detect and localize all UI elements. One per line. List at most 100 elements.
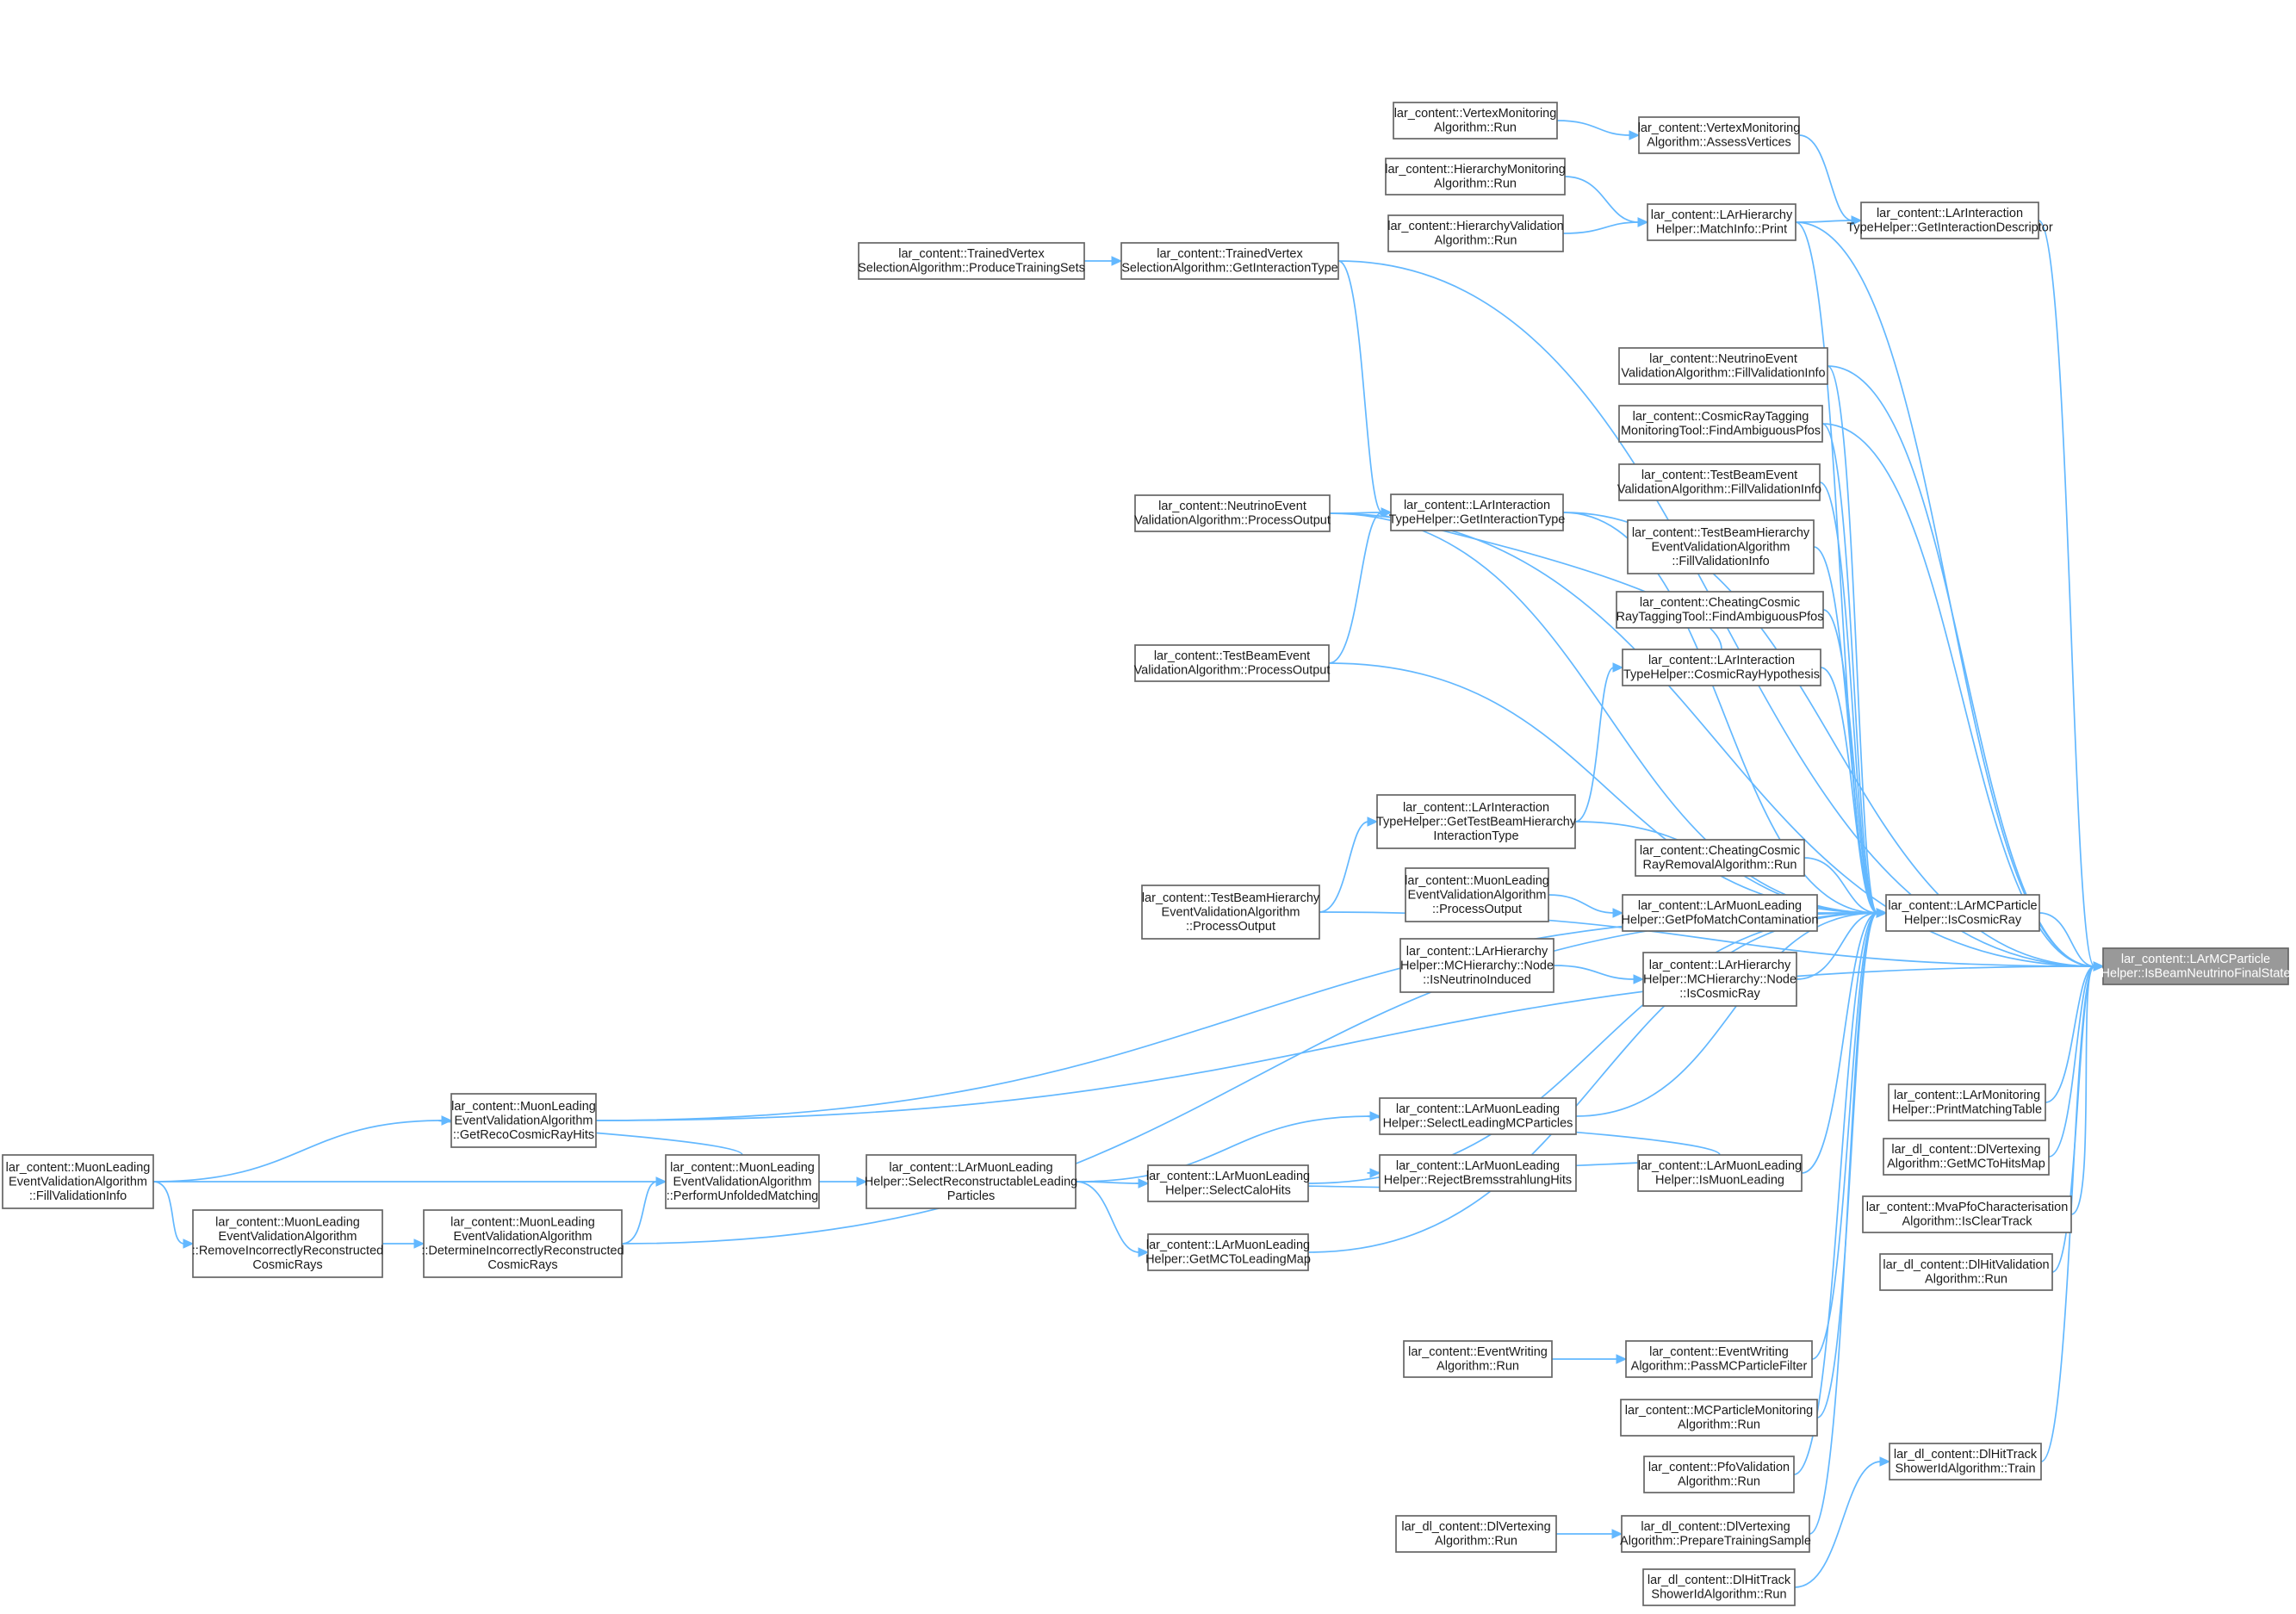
node-box	[1638, 116, 1800, 154]
function-node[interactable]: lar_content::MuonLeadingEventValidationA…	[665, 1154, 820, 1209]
call-edge	[1822, 609, 1878, 914]
node-box	[1637, 1154, 1803, 1192]
function-node[interactable]: lar_content::MuonLeadingEventValidationA…	[1405, 867, 1549, 922]
function-node[interactable]: lar_content::LArMuonLeadingHelper::GetPf…	[1622, 894, 1819, 932]
function-node[interactable]: lar_content::TestBeamHierarchyEventValid…	[1627, 519, 1815, 574]
node-box	[858, 242, 1085, 280]
node-label: lar_dl_content::DlHitValidation	[1883, 1258, 2049, 1272]
call-edge	[1319, 821, 1369, 913]
function-node[interactable]: lar_dl_content::DlVertexingAlgorithm::Pr…	[1620, 1515, 1811, 1553]
node-label: ValidationAlgorithm::ProcessOutput	[1134, 514, 1331, 528]
function-node[interactable]: lar_content::LArHierarchyHelper::MatchIn…	[1647, 203, 1796, 241]
node-label: lar_content::MuonLeading	[6, 1161, 151, 1175]
function-node[interactable]: lar_content::LArInteractionTypeHelper::G…	[1376, 794, 1577, 849]
function-node[interactable]: lar_content::HierarchyValidationAlgorith…	[1387, 214, 1564, 252]
node-label: lar_content::LArInteraction	[1403, 801, 1549, 815]
node-label: EventValidationAlgorithm	[454, 1230, 593, 1244]
node-label: CosmicRays	[487, 1258, 557, 1272]
function-node[interactable]: lar_content::LArInteractionTypeHelper::C…	[1622, 649, 1821, 686]
call-edge	[1075, 1115, 1372, 1183]
edges-layer	[152, 120, 2105, 1588]
call-edge	[1307, 912, 1878, 1253]
function-node[interactable]: lar_content::LArInteractionTypeHelper::G…	[1846, 202, 2053, 239]
node-label: CosmicRays	[252, 1258, 322, 1272]
function-node[interactable]: lar_content::VertexMonitoringAlgorithm::…	[1638, 116, 1801, 154]
function-node[interactable]: lar_content::LArHierarchyHelper::MCHiera…	[1399, 938, 1554, 993]
node-box	[192, 1209, 383, 1278]
node-label: lar_content::LArMuonLeading	[1146, 1170, 1310, 1183]
node-box	[1889, 1443, 2042, 1481]
function-node[interactable]: lar_dl_content::DlVertexingAlgorithm::Ru…	[1395, 1515, 1557, 1553]
arrowhead-icon	[441, 1115, 453, 1126]
node-label: lar_content::LArMuonLeading	[1396, 1102, 1560, 1116]
node-label: Helper::MatchInfo::Print	[1656, 223, 1787, 237]
function-node[interactable]: lar_content::HierarchyMonitoringAlgorith…	[1385, 158, 1566, 196]
function-node[interactable]: lar_content::LArMonitoringHelper::PrintM…	[1888, 1083, 2046, 1121]
node-label: InteractionType	[1433, 829, 1518, 843]
node-box	[1625, 1340, 1813, 1378]
node-label: lar_content::LArMuonLeading	[1396, 1159, 1560, 1173]
node-box	[1627, 519, 1815, 574]
function-node[interactable]: lar_content::LArHierarchyHelper::MCHiera…	[1642, 952, 1797, 1007]
node-label: lar_content::LArHierarchy	[1406, 945, 1548, 959]
function-node[interactable]: lar_dl_content::DlHitTrackShowerIdAlgori…	[1889, 1443, 2042, 1481]
function-node[interactable]: lar_content::LArMuonLeadingHelper::Selec…	[1379, 1097, 1577, 1135]
node-label: ::ProcessOutput	[1432, 903, 1522, 916]
function-node[interactable]: lar_content::LArMuonLeadingHelper::Selec…	[865, 1154, 1077, 1209]
function-node[interactable]: lar_content::CheatingCosmicRayRemovalAlg…	[1635, 839, 1805, 877]
call-edge	[2045, 965, 2095, 1103]
function-node[interactable]: lar_content::NeutrinoEventValidationAlgo…	[1134, 494, 1331, 532]
function-node[interactable]: lar_content::MuonLeadingEventValidationA…	[450, 1093, 597, 1148]
call-edge	[1798, 134, 1853, 221]
function-node[interactable]: lar_content::CheatingCosmicRayTaggingToo…	[1616, 591, 1824, 629]
node-box	[1393, 102, 1558, 140]
function-node[interactable]: lar_content::LArInteractionTypeHelper::G…	[1389, 494, 1566, 531]
node-label: Helper::MCHierarchy::Node	[1400, 959, 1554, 972]
node-label: Algorithm::Run	[1434, 177, 1517, 191]
node-label: lar_content::LArInteraction	[1648, 654, 1795, 667]
function-node[interactable]: lar_content::CosmicRayTaggingMonitoringT…	[1618, 405, 1823, 443]
function-node[interactable]: lar_content::TestBeamEventValidationAlgo…	[1617, 463, 1821, 501]
function-node[interactable]: lar_content::TestBeamHierarchyEventValid…	[1141, 885, 1320, 940]
function-node[interactable]: lar_content::MvaPfoCharacterisationAlgor…	[1862, 1195, 2072, 1233]
function-node[interactable]: lar_content::MuonLeadingEventValidationA…	[421, 1209, 624, 1278]
function-node[interactable]: lar_content::EventWritingAlgorithm::Pass…	[1625, 1340, 1813, 1378]
function-node[interactable]: lar_content::LArMuonLeadingHelper::Selec…	[1146, 1164, 1310, 1202]
node-box	[1390, 494, 1564, 531]
function-node[interactable]: lar_content::LArMuonLeadingHelper::Rejec…	[1379, 1154, 1577, 1192]
function-node[interactable]: lar_content::TrainedVertexSelectionAlgor…	[1120, 242, 1339, 280]
function-node[interactable]: lar_content::LArMuonLeadingHelper::GetMC…	[1145, 1233, 1311, 1271]
call-edge	[1821, 423, 2095, 967]
node-label: EventValidationAlgorithm	[219, 1230, 357, 1244]
function-node[interactable]: lar_content::LArMCParticleHelper::IsCosm…	[1885, 894, 2040, 932]
node-label: ValidationAlgorithm::FillValidationInfo	[1621, 367, 1825, 381]
function-node[interactable]: lar_content::TestBeamEventValidationAlgo…	[1134, 644, 1331, 682]
node-box	[1387, 214, 1564, 252]
function-node[interactable]: lar_content::MuonLeadingEventValidationA…	[192, 1209, 383, 1278]
function-node[interactable]: lar_content::MuonLeadingEventValidationA…	[2, 1154, 154, 1209]
node-label: Helper::GetPfoMatchContamination	[1622, 914, 1819, 928]
function-node[interactable]: lar_content::LArMuonLeadingHelper::IsMuo…	[1637, 1154, 1803, 1192]
node-label: lar_content::LArMuonLeading	[889, 1161, 1052, 1175]
node-label: Algorithm::Run	[1925, 1273, 2007, 1287]
node-box	[2102, 947, 2289, 985]
node-label: lar_content::TestBeamEvent	[1641, 469, 1797, 482]
function-node[interactable]: lar_content::VertexMonitoringAlgorithm::…	[1393, 102, 1558, 140]
node-label: Algorithm::Run	[1434, 121, 1517, 135]
arrowhead-icon	[1138, 1178, 1150, 1189]
function-node[interactable]: lar_dl_content::DlHitTrackShowerIdAlgori…	[1642, 1568, 1796, 1606]
node-box	[1885, 894, 2040, 932]
node-label: lar_content::MvaPfoCharacterisation	[1866, 1201, 2069, 1214]
function-node[interactable]: lar_content::TrainedVertexSelectionAlgor…	[858, 242, 1085, 280]
function-node[interactable]: lar_dl_content::DlVertexingAlgorithm::Ge…	[1883, 1138, 2050, 1176]
function-node[interactable]: lar_content::MCParticleMonitoringAlgorit…	[1620, 1399, 1818, 1437]
call-edge	[1075, 1181, 1140, 1184]
call-edge	[1811, 912, 1878, 1360]
call-edge	[1575, 912, 1878, 1117]
node-box	[1379, 1154, 1577, 1192]
function-node[interactable]: lar_content::NeutrinoEventValidationAlgo…	[1618, 347, 1828, 385]
function-node[interactable]: lar_dl_content::DlHitValidationAlgorithm…	[1879, 1253, 2053, 1291]
